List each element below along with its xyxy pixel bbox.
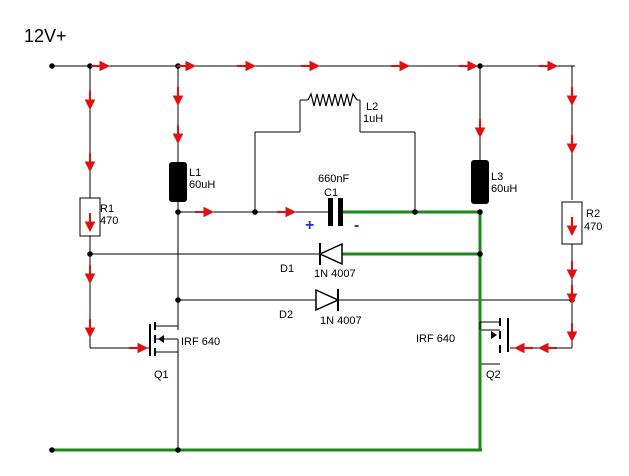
q1-name: Q1: [154, 369, 169, 381]
r1-value: 470: [100, 215, 118, 227]
c1-minus-sign: -: [354, 217, 359, 234]
q1-part: IRF 640: [181, 336, 220, 348]
l2-value: 1uH: [363, 113, 383, 125]
wires: [52, 65, 575, 450]
c1-value: 660nF: [318, 173, 349, 185]
d2-part: 1N 4007: [320, 315, 362, 327]
l3-value: 60uH: [491, 183, 517, 195]
supply-label: 12V+: [24, 26, 67, 46]
d1-name: D1: [280, 263, 294, 275]
l1-value: 60uH: [189, 179, 215, 191]
inductor-l2: [307, 92, 358, 107]
capacitor-c1: [328, 198, 343, 226]
q2-part: IRF 640: [416, 333, 455, 345]
r2-name: R2: [586, 208, 600, 220]
inductor-l3: [471, 160, 489, 204]
d1-part: 1N 4007: [314, 268, 356, 280]
diode-d1: [318, 242, 343, 266]
inductor-l1: [169, 162, 187, 202]
junctions: [49, 63, 575, 453]
r2-value: 470: [584, 221, 602, 233]
q2-name: Q2: [486, 369, 501, 381]
d2-name: D2: [279, 309, 293, 321]
mosfet-q1: [149, 322, 179, 356]
c1-plus-sign: +: [305, 217, 314, 234]
ground-wires: [52, 210, 482, 452]
c1-name: C1: [324, 187, 338, 199]
r1-name: R1: [100, 203, 114, 215]
l3-name: L3: [491, 171, 503, 183]
l1-name: L1: [189, 167, 201, 179]
l2-name: L2: [366, 101, 378, 113]
mosfet-q2: [479, 318, 509, 353]
diode-d2: [315, 288, 340, 312]
